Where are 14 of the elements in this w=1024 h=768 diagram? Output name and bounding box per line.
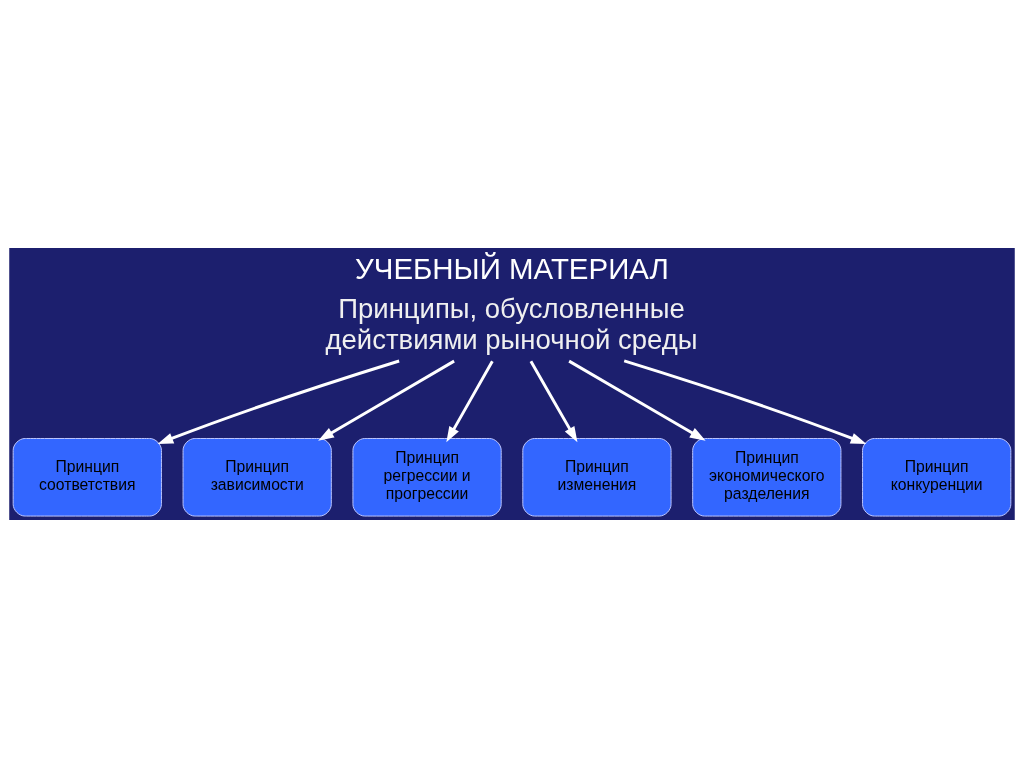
node-box: Принцип регрессии и прогрессии <box>352 438 502 517</box>
arrow <box>623 359 867 445</box>
node-box: Принцип экономического разделения <box>692 438 842 517</box>
node-box: Принцип соответствия <box>12 438 162 517</box>
diagram-title: УЧЕБНЫЙ МАТЕРИАЛ <box>355 252 669 286</box>
arrow <box>446 360 494 443</box>
node-text: Принципы, обусловленные действиями рыночной среды <box>325 293 698 355</box>
node-box: Принцип конкуренции <box>862 438 1012 517</box>
arrow <box>157 359 400 445</box>
node-box: Принцип зависимости <box>182 438 332 517</box>
arrow <box>568 359 706 441</box>
arrow <box>318 359 455 441</box>
arrow <box>529 360 578 443</box>
node-box: Принцип изменения <box>522 438 672 517</box>
